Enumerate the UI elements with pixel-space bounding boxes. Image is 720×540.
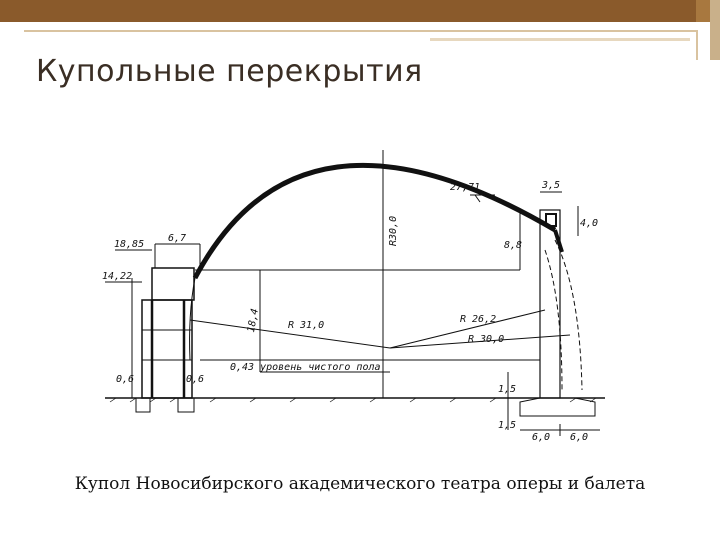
slide-title: Купольные перекрытия: [36, 54, 423, 89]
decorative-rule: [430, 38, 690, 41]
decorative-rule: [696, 30, 698, 60]
dim-label: 18,4: [246, 308, 261, 334]
dim-label: 14,22: [102, 271, 132, 282]
dim-label: 8,8: [504, 240, 522, 251]
dome-section-drawing: 18,85 6,7 14,22 27,71 3,5 4,0 8,8 R30,0 …: [102, 150, 605, 443]
dim-label: R30,0: [388, 216, 399, 246]
dim-label: 4,0: [580, 218, 598, 229]
dim-label: 6,0: [570, 432, 588, 443]
header-band: [0, 0, 720, 22]
dim-label: 6,7: [168, 233, 186, 244]
dim-label: 27,71: [450, 182, 480, 193]
dim-label: 1,5: [498, 420, 516, 431]
slide-caption: Купол Новосибирского академического теат…: [74, 474, 646, 494]
dim-label: R 26,2: [460, 314, 496, 325]
decorative-rule: [710, 0, 720, 60]
dim-label: 3,5: [541, 180, 560, 191]
dim-label: 18,85: [114, 239, 144, 250]
dim-label: 0,6: [116, 374, 134, 385]
decorative-rule: [24, 30, 696, 32]
dim-label: 1,5: [498, 384, 516, 395]
dim-label: R 31,0: [288, 320, 324, 331]
dim-label: 0,43 уровень чистого пола: [230, 362, 381, 373]
dim-label: R 30,0: [468, 334, 504, 345]
dim-label: 6,0: [532, 432, 550, 443]
dim-label: 0,6: [186, 374, 204, 385]
